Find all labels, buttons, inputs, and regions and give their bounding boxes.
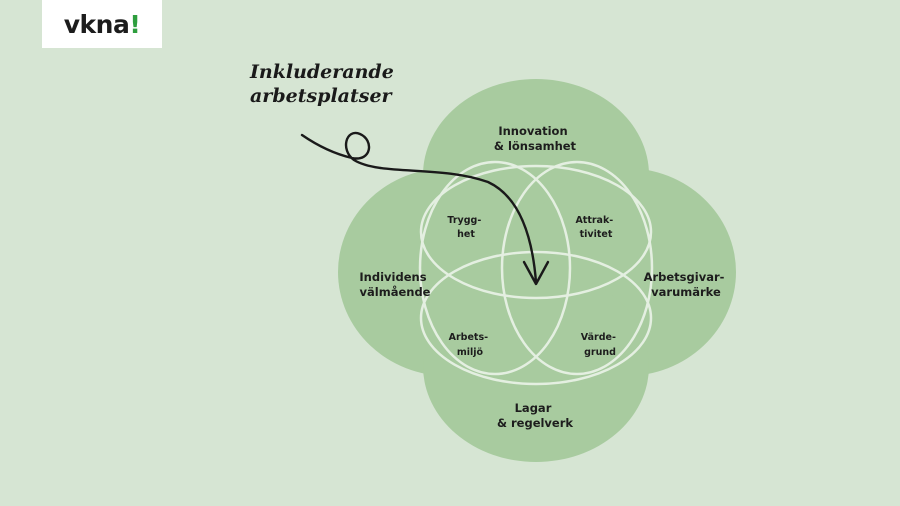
label-overlap-bottom-right: Värde- grund [581,332,619,358]
label-overlap-top-right: Attrak- tivitet [575,215,616,240]
label-overlap-top-left: Trygg- het [447,215,484,240]
outline-mid-upper [419,164,653,300]
outline-mid-lower [419,250,653,386]
logo-exclamation: ! [129,9,141,39]
label-left: Individens välmående [359,270,430,299]
annotation-text: Inkluderande arbetsplatser [249,61,400,107]
logo-text: vkna! [64,10,141,39]
outline-top-right [500,160,654,376]
arrow-icon [300,131,550,286]
label-overlap-bottom-left: Arbets- miljö [449,332,492,358]
label-right: Arbetsgivar- varumärke [644,270,729,299]
outline-top-left [418,160,572,376]
logo: vkna! [42,0,162,48]
logo-wordmark: vkna [63,9,130,39]
circle-bottom [423,270,649,462]
label-bottom: Lagar & regelverk [497,401,573,430]
outline-group [418,160,654,386]
label-top: Innovation & lönsamhet [494,124,577,153]
